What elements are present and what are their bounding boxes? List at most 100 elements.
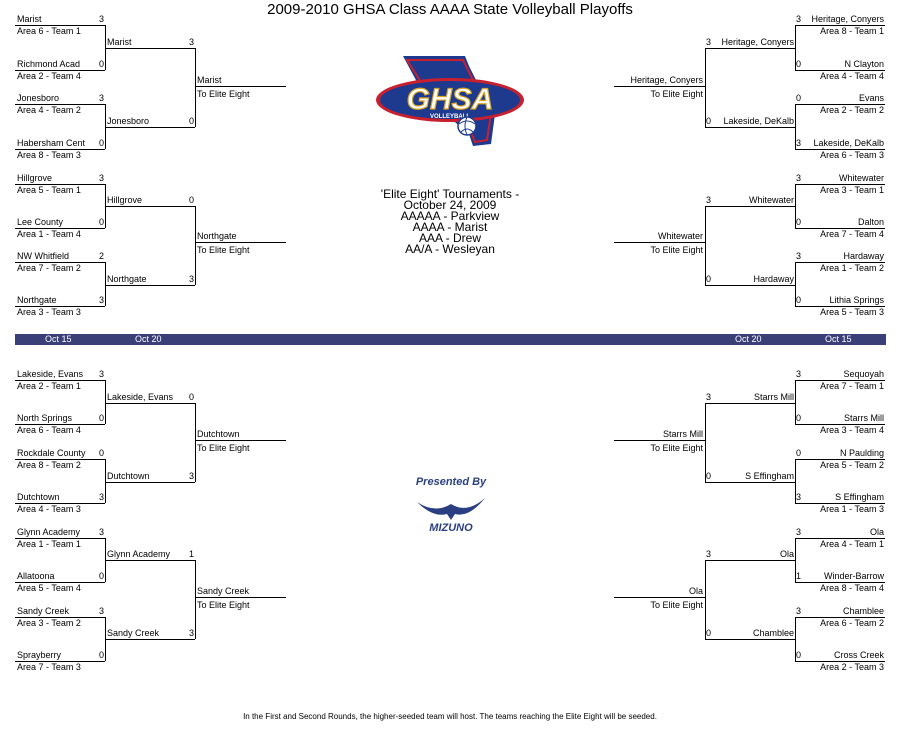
elite-eight-line: AAAAA - Parkview	[400, 209, 500, 223]
team-name: Whitewater	[657, 231, 703, 241]
elite-eight-label: To Elite Eight	[197, 89, 250, 99]
team-score: 3	[98, 492, 104, 502]
team-seed: Area 6 - Team 1	[17, 26, 81, 36]
team-seed: Area 7 - Team 2	[17, 263, 81, 273]
team-score: 0	[98, 59, 104, 69]
team-name: Glynn Academy	[107, 549, 171, 559]
team-name: Rockdale County	[17, 448, 86, 458]
bracket-line	[795, 459, 796, 503]
team-score: 3	[706, 195, 712, 205]
team-name: Heritage, Conyers	[630, 75, 703, 85]
team-name: Lakeside, DeKalb	[813, 138, 884, 148]
bracket-line	[15, 538, 105, 539]
sponsor-block: Presented By MIZUNO	[405, 476, 497, 539]
team-score: 3	[706, 37, 712, 47]
date-round2-right: Oct 20	[735, 334, 762, 344]
team-name: North Springs	[17, 413, 73, 423]
elite-eight-line: AAA - Drew	[418, 231, 481, 245]
bracket-line	[795, 380, 885, 381]
team-seed: Area 8 - Team 2	[17, 460, 81, 470]
bracket-line	[795, 617, 796, 661]
team-score: 0	[188, 116, 194, 126]
mizuno-logo: MIZUNO	[417, 498, 485, 534]
elite-eight-label: To Elite Eight	[197, 245, 250, 255]
footer-note: In the First and Second Rounds, the high…	[243, 712, 657, 721]
bracket-line	[15, 25, 105, 26]
team-score: 3	[98, 93, 104, 103]
elite-eight-label: To Elite Eight	[197, 443, 250, 453]
bracket-line	[795, 538, 885, 539]
bracket-line	[105, 459, 106, 503]
bracket-line	[795, 582, 885, 583]
team-score: 0	[796, 413, 802, 423]
date-round2-left: Oct 20	[135, 334, 162, 344]
bracket-line	[795, 228, 885, 229]
bracket-line	[15, 582, 105, 583]
team-score: 0	[706, 274, 712, 284]
elite-eight-line: October 24, 2009	[403, 198, 497, 212]
team-name: Chamblee	[752, 628, 794, 638]
team-name: Jonesboro	[107, 116, 150, 126]
bracket-line	[795, 25, 885, 26]
bracket-line	[795, 380, 796, 424]
bracket-line	[705, 285, 795, 286]
elite-eight-info: 'Elite Eight' Tournaments - October 24, …	[300, 188, 600, 256]
bracket-line	[705, 560, 706, 639]
team-name: Sandy Creek	[197, 586, 250, 596]
team-score: 0	[706, 471, 712, 481]
team-name: Heritage, Conyers	[811, 14, 884, 24]
mizuno-logo-text: MIZUNO	[429, 522, 473, 534]
bracket-line	[795, 424, 885, 425]
bracket-line	[795, 262, 796, 306]
bracket-line	[795, 104, 885, 105]
team-name: Northgate	[197, 231, 237, 241]
team-score: 0	[796, 93, 802, 103]
bracket-line	[195, 242, 286, 243]
bracket-line	[105, 127, 195, 128]
team-seed: Area 4 - Team 4	[820, 71, 884, 81]
team-name: Heritage, Conyers	[721, 37, 794, 47]
team-name: Ola	[688, 586, 703, 596]
bracket-line	[105, 380, 106, 424]
bracket-line	[705, 639, 795, 640]
team-seed: Area 1 - Team 3	[820, 504, 884, 514]
team-seed: Area 3 - Team 4	[820, 425, 884, 435]
team-score: 3	[796, 251, 802, 261]
team-seed: Area 7 - Team 4	[820, 229, 884, 239]
bracket-line	[15, 149, 105, 150]
team-name: Cross Creek	[833, 650, 884, 660]
bracket-line	[614, 440, 705, 441]
bracket-line	[795, 70, 885, 71]
team-name: Chamblee	[842, 606, 884, 616]
bracket-line	[795, 617, 885, 618]
team-seed: Area 2 - Team 1	[17, 381, 81, 391]
bracket-line	[15, 104, 105, 105]
team-score: 3	[706, 549, 712, 559]
team-name: Dutchtown	[107, 471, 150, 481]
bracket-line	[105, 206, 195, 207]
bracket-line	[15, 424, 105, 425]
team-score: 3	[98, 173, 104, 183]
team-score: 0	[706, 628, 712, 638]
team-name: Habersham Cent	[17, 138, 86, 148]
elite-eight-line: AA/A - Wesleyan	[405, 242, 495, 256]
bracket-line	[795, 184, 796, 228]
team-seed: Area 1 - Team 2	[820, 263, 884, 273]
bracket-line	[705, 127, 795, 128]
bracket-line	[15, 459, 105, 460]
bracket-line	[795, 184, 885, 185]
elite-eight-label: To Elite Eight	[650, 89, 703, 99]
team-name: Evans	[858, 93, 884, 103]
bracket-line	[195, 597, 286, 598]
team-score: 1	[188, 549, 194, 559]
bracket-line	[705, 403, 795, 404]
team-name: Northgate	[17, 295, 57, 305]
team-seed: Area 3 - Team 3	[17, 307, 81, 317]
team-score: 3	[706, 392, 712, 402]
team-name: Hardaway	[843, 251, 884, 261]
bracket-line	[195, 403, 196, 482]
page-title: 2009-2010 GHSA Class AAAA State Volleyba…	[267, 1, 633, 18]
team-seed: Area 5 - Team 2	[820, 460, 884, 470]
team-seed: Area 8 - Team 3	[17, 150, 81, 160]
team-score: 3	[98, 527, 104, 537]
